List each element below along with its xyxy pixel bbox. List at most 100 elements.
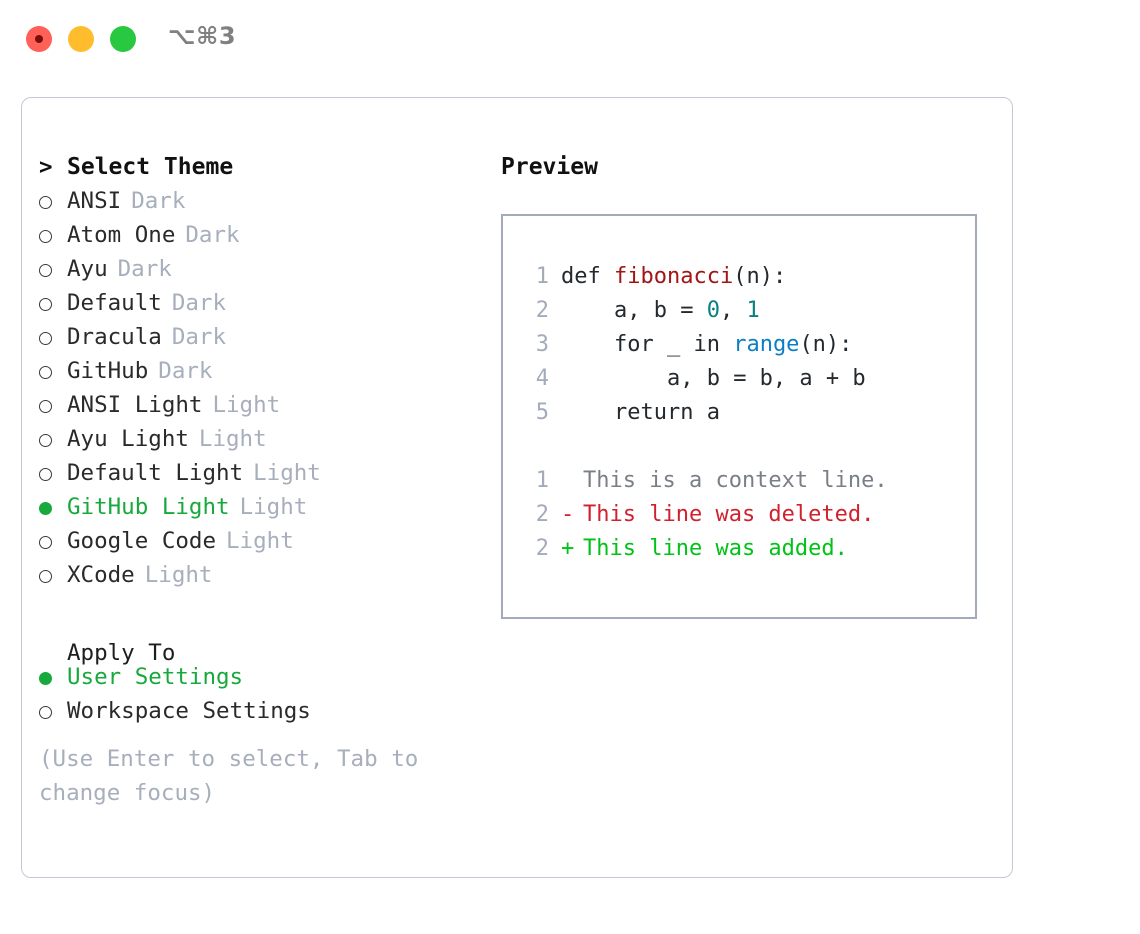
theme-variant-badge: Light xyxy=(226,528,294,554)
theme-list-item[interactable]: Dracula Dark xyxy=(39,320,489,354)
theme-list-item[interactable]: Google Code Light xyxy=(39,524,489,558)
radio-unselected-icon[interactable] xyxy=(39,185,67,219)
keyboard-hint: (Use Enter to select, Tab to change focu… xyxy=(39,746,419,806)
line-number: 2 xyxy=(535,536,549,561)
code-line: 3 for _ in range(n): xyxy=(503,328,975,362)
diff-sample: 1 This is a context line.2-This line was… xyxy=(503,464,975,566)
code-token-num: 0 xyxy=(706,298,720,323)
code-token-plain: (n): xyxy=(733,264,787,289)
diff-line-text: This is a context line. xyxy=(583,468,888,493)
close-button[interactable] xyxy=(26,26,52,52)
radio-dot xyxy=(39,468,52,481)
theme-list-item[interactable]: Default Dark xyxy=(39,286,489,320)
theme-name: Google Code xyxy=(67,528,217,554)
apply-to-heading: Apply To xyxy=(67,640,176,666)
theme-variant-badge: Light xyxy=(198,426,267,452)
radio-dot xyxy=(39,366,52,379)
diff-marker: + xyxy=(561,536,575,561)
diff-marker xyxy=(561,464,583,498)
radio-unselected-icon[interactable] xyxy=(39,219,67,253)
diff-gap xyxy=(503,430,975,464)
radio-dot xyxy=(39,434,52,447)
radio-unselected-icon[interactable] xyxy=(39,355,67,389)
code-line-text: a, b = 0, 1 xyxy=(561,294,760,328)
keyboard-shortcut-label: ⌥⌘3 xyxy=(168,22,237,50)
code-token-plain: a, b = b, a + b xyxy=(666,366,866,391)
theme-name: Default xyxy=(67,290,162,316)
radio-unselected-icon[interactable] xyxy=(39,423,67,457)
theme-variant-badge: Dark xyxy=(171,290,227,316)
maximize-button[interactable] xyxy=(110,26,136,52)
radio-dot xyxy=(39,400,52,413)
code-token-plain: (n): xyxy=(799,332,853,357)
theme-name: GitHub xyxy=(67,358,149,384)
theme-list-item[interactable]: Atom One Dark xyxy=(39,218,489,252)
radio-dot xyxy=(39,230,52,243)
radio-dot xyxy=(39,706,52,719)
radio-unselected-icon[interactable] xyxy=(39,457,67,491)
radio-selected-icon[interactable] xyxy=(39,661,67,695)
theme-name: Atom One xyxy=(67,222,176,248)
theme-name: Default Light xyxy=(67,460,244,486)
radio-dot xyxy=(39,672,52,685)
title-bar: ⌥⌘3 xyxy=(0,0,1140,76)
radio-dot xyxy=(39,298,52,311)
radio-selected-icon[interactable] xyxy=(39,491,67,525)
radio-dot xyxy=(39,570,52,583)
radio-dot xyxy=(39,264,52,277)
apply-to-item[interactable]: Workspace Settings xyxy=(39,694,489,728)
theme-name: Ayu xyxy=(67,256,108,282)
theme-variant-badge: Dark xyxy=(131,188,186,214)
theme-variant-badge: Dark xyxy=(158,358,213,384)
diff-line: 1 This is a context line. xyxy=(503,464,975,498)
radio-unselected-icon[interactable] xyxy=(39,695,67,729)
theme-variant-badge: Light xyxy=(253,460,321,486)
apply-to-heading-row: Apply To xyxy=(39,626,489,666)
code-token-num: 1 xyxy=(746,298,760,323)
minimize-button[interactable] xyxy=(68,26,94,52)
apply-to-item[interactable]: User Settings xyxy=(39,660,489,694)
radio-unselected-icon[interactable] xyxy=(39,321,67,355)
radio-dot xyxy=(39,536,52,549)
theme-name: ANSI xyxy=(67,188,122,214)
theme-name: Dracula xyxy=(67,324,162,350)
list-spacer xyxy=(39,592,489,626)
caret-icon: > xyxy=(39,154,53,180)
radio-unselected-icon[interactable] xyxy=(39,253,67,287)
radio-unselected-icon[interactable] xyxy=(39,389,67,423)
theme-list-item[interactable]: Default Light Light xyxy=(39,456,489,490)
code-token-plain: return a xyxy=(613,400,720,425)
apply-to-heading-indent xyxy=(39,626,67,660)
theme-variant-badge: Light xyxy=(239,494,308,520)
line-number: 1 xyxy=(535,264,549,289)
radio-unselected-icon[interactable] xyxy=(39,525,67,559)
radio-dot xyxy=(39,196,52,209)
line-number: 1 xyxy=(535,468,549,493)
theme-picker-heading-row: > Select Theme xyxy=(39,150,489,184)
code-token-blue: range xyxy=(733,332,800,357)
diff-line: 2+This line was added. xyxy=(503,532,975,566)
radio-unselected-icon[interactable] xyxy=(39,559,67,593)
theme-list-item[interactable]: ANSI Dark xyxy=(39,184,489,218)
line-number: 5 xyxy=(535,400,549,425)
code-token-plain: , xyxy=(719,298,747,323)
radio-unselected-icon[interactable] xyxy=(39,287,67,321)
theme-list-item[interactable]: GitHub Dark xyxy=(39,354,489,388)
theme-variant-badge: Dark xyxy=(171,324,227,350)
preview-title: Preview xyxy=(501,154,598,180)
theme-variant-badge: Dark xyxy=(185,222,240,248)
diff-marker: - xyxy=(561,502,575,527)
theme-name: XCode xyxy=(67,562,135,588)
theme-name: ANSI Light xyxy=(67,392,203,418)
line-number: 2 xyxy=(535,298,549,323)
